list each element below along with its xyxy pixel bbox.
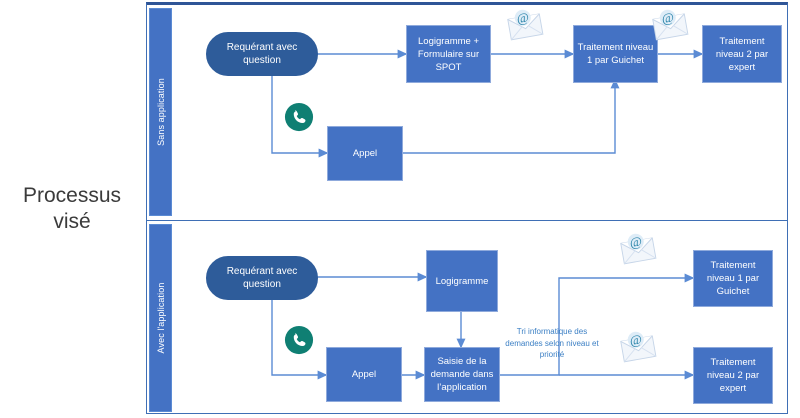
- node-appel-2[interactable]: Appel: [326, 347, 402, 402]
- node-traitement-niveau-2-expert-2[interactable]: Traitement niveau 2 par expert: [693, 347, 773, 404]
- svg-text:@: @: [629, 234, 644, 251]
- mail-icon: @: [649, 9, 691, 41]
- node-appel-1[interactable]: Appel: [327, 126, 403, 181]
- svg-text:@: @: [661, 10, 676, 27]
- node-label: Traitement niveau 1 par Guichet: [577, 42, 654, 66]
- node-requerant-avec-question-2[interactable]: Requérant avec question: [206, 256, 318, 300]
- node-logigramme[interactable]: Logigramme: [426, 250, 498, 312]
- node-traitement-niveau-1-guichet-2[interactable]: Traitement niveau 1 par Guichet: [693, 250, 773, 307]
- node-logigramme-formulaire-spot[interactable]: Logigramme + Formulaire sur SPOT: [406, 25, 491, 83]
- lane-label-sans-application: Sans application: [155, 78, 166, 146]
- phone-icon: [284, 325, 314, 355]
- lane-body-avec-application: Requérant avec question Logigramme Appel…: [174, 223, 785, 413]
- svg-text:@: @: [516, 10, 531, 27]
- lane-body-sans-application: Requérant avec question Logigramme + For…: [174, 7, 785, 217]
- node-label: Appel: [351, 369, 377, 380]
- node-saisie-demande-application[interactable]: Saisie de la demande dans l’application: [424, 347, 500, 402]
- lane-header-sans-application: Sans application: [149, 8, 172, 216]
- node-requerant-avec-question-1[interactable]: Requérant avec question: [206, 32, 318, 76]
- swimlane-sans-application: Sans application: [147, 5, 787, 219]
- svg-text:@: @: [629, 332, 644, 349]
- page-title: Processus visé: [22, 184, 122, 233]
- lane-label-avec-application: Avec l'application: [155, 282, 166, 354]
- mail-icon: @: [617, 331, 659, 363]
- node-label: Appel: [352, 148, 378, 159]
- swimlane-avec-application: Avec l'application: [147, 220, 787, 415]
- annotation-text: Tri informatique des demandes selon nive…: [505, 327, 599, 359]
- node-label: Traitement niveau 1 par Guichet: [706, 260, 760, 297]
- phone-icon: [284, 102, 314, 132]
- node-label: Requérant avec question: [226, 42, 298, 66]
- node-label: Logigramme: [435, 275, 489, 287]
- node-traitement-niveau-2-expert-1[interactable]: Traitement niveau 2 par expert: [702, 25, 782, 83]
- node-label: Traitement niveau 2 par expert: [706, 357, 760, 394]
- node-label: Logigramme + Formulaire sur SPOT: [417, 35, 480, 73]
- swimlane-diagram: Sans application: [146, 2, 788, 414]
- node-label: Requérant avec question: [226, 266, 298, 290]
- annotation-tri-informatique: Tri informatique des demandes selon nive…: [505, 326, 599, 361]
- lane-header-avec-application: Avec l'application: [149, 224, 172, 412]
- mail-icon: @: [504, 9, 546, 41]
- node-traitement-niveau-1-guichet-1[interactable]: Traitement niveau 1 par Guichet: [573, 25, 658, 83]
- mail-icon: @: [617, 233, 659, 265]
- node-label: Saisie de la demande dans l’application: [430, 356, 494, 393]
- node-label: Traitement niveau 2 par expert: [715, 35, 769, 73]
